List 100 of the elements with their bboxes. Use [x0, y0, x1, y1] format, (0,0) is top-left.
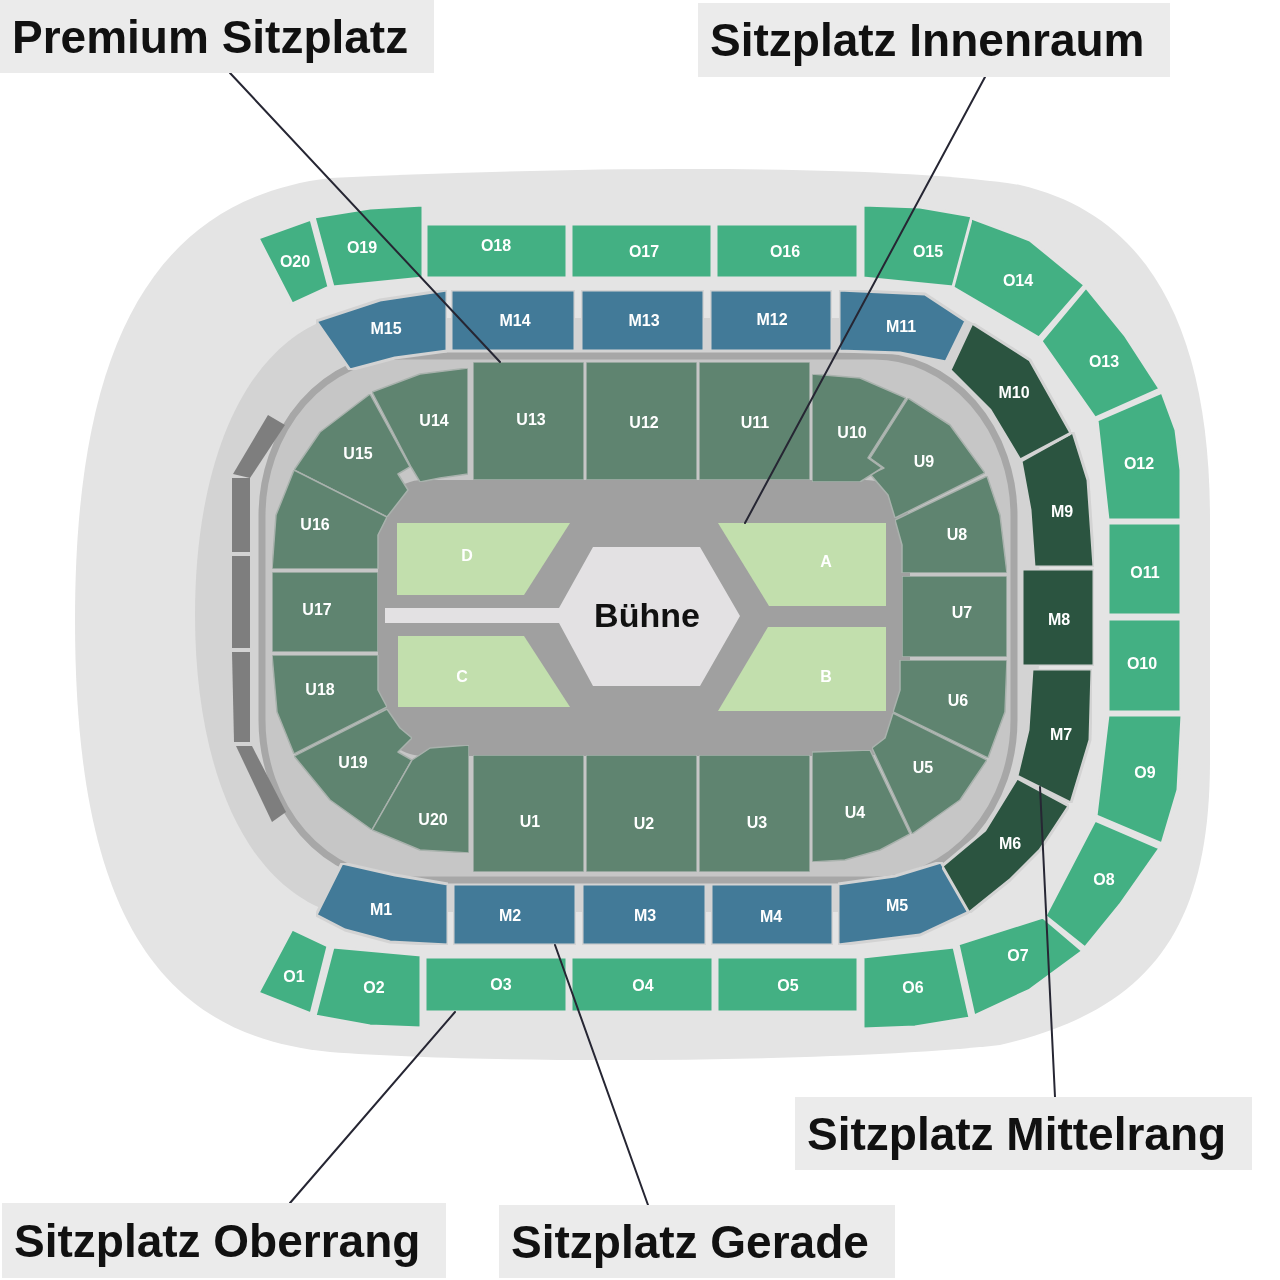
seating-section: [294, 709, 412, 830]
floor-section: [397, 523, 570, 595]
leader-line: [289, 1011, 456, 1204]
seating-section: [1022, 569, 1094, 666]
callout-label: Sitzplatz Gerade: [499, 1205, 895, 1278]
seating-section: [1041, 287, 1160, 418]
section-label: M2: [498, 908, 522, 924]
seating-section: [716, 224, 858, 278]
seating-section: [1096, 715, 1182, 844]
seating-section: [315, 947, 421, 1028]
section-label: U6: [947, 693, 969, 709]
section-label: O1: [283, 969, 305, 985]
seating-section: [870, 398, 985, 518]
section-label: O2: [363, 980, 385, 996]
section-label: U8: [946, 527, 968, 543]
section-label: U1: [519, 814, 541, 830]
seating-section: [902, 576, 1007, 657]
section-label: O13: [1088, 354, 1120, 370]
seating-section: [426, 224, 567, 278]
seating-section: [316, 290, 447, 370]
seating-section: [372, 368, 468, 482]
section-label: M10: [998, 385, 1030, 401]
section-label: U9: [913, 454, 935, 470]
leader-line: [744, 76, 986, 524]
section-label: O3: [490, 977, 512, 993]
section-label: O4: [632, 978, 654, 994]
seating-section: [425, 957, 567, 1012]
section-label: O20: [279, 254, 311, 270]
section-label: U7: [951, 605, 973, 621]
section-label: O14: [1002, 273, 1034, 289]
seating-section: [258, 929, 328, 1014]
section-label: M15: [370, 321, 402, 337]
section-label: U13: [516, 412, 546, 428]
seating-section: [950, 323, 1071, 460]
seating-section: [839, 290, 966, 362]
seating-section: [812, 374, 906, 482]
section-label: O15: [912, 244, 944, 260]
section-label: U19: [338, 755, 368, 771]
section-label: O16: [769, 244, 801, 260]
section-label: U4: [844, 805, 866, 821]
seating-section: [958, 917, 1083, 1016]
section-label: U16: [300, 517, 330, 533]
seating-section: [473, 362, 584, 480]
section-label: M9: [1050, 504, 1074, 520]
seating-section: [699, 755, 810, 872]
section-label: M7: [1049, 727, 1073, 743]
seating-section: [314, 205, 423, 287]
section-label: O6: [902, 980, 924, 996]
section-label: U20: [418, 812, 448, 828]
seating-section: [863, 205, 972, 287]
seating-section: [1108, 523, 1181, 615]
section-label: U3: [746, 815, 768, 831]
seating-section: [316, 863, 448, 945]
section-label: O17: [628, 244, 660, 260]
seating-section: [571, 224, 712, 278]
seating-section: [838, 862, 969, 945]
floor-section: [398, 636, 570, 707]
seating-section: [473, 755, 584, 872]
callout-label: Premium Sitzplatz: [0, 0, 435, 73]
section-label: O18: [480, 238, 512, 254]
section-label: U15: [343, 446, 373, 462]
section-label: M4: [759, 909, 783, 925]
seating-section: [699, 362, 810, 480]
seating-section: [294, 394, 410, 517]
section-label: M1: [369, 902, 393, 918]
seating-section: [1021, 432, 1094, 567]
section-label: U10: [837, 425, 867, 441]
seating-section: [872, 713, 987, 834]
callout-label: Sitzplatz Mittelrang: [795, 1097, 1253, 1170]
section-label: U18: [305, 682, 335, 698]
section-label: M12: [756, 312, 788, 328]
seating-section: [272, 470, 387, 569]
section-label: U17: [302, 602, 332, 618]
section-label: M8: [1047, 612, 1071, 628]
seating-section: [942, 778, 1069, 913]
section-label: U5: [912, 760, 934, 776]
section-label: O5: [777, 978, 799, 994]
section-label: O12: [1123, 456, 1155, 472]
callout-label: Sitzplatz Oberrang: [2, 1203, 447, 1278]
seating-section: [586, 755, 697, 872]
seating-section: [1045, 820, 1160, 948]
section-label: U12: [629, 415, 659, 431]
section-label: M3: [633, 908, 657, 924]
seating-section: [812, 750, 910, 862]
seating-section: [1108, 619, 1181, 712]
section-label: M5: [885, 898, 909, 914]
section-label: M13: [628, 313, 660, 329]
section-label: C: [456, 669, 468, 685]
seating-section: [893, 660, 1007, 758]
section-label: B: [820, 669, 832, 685]
section-label: D: [461, 548, 473, 564]
stage-area: [385, 547, 740, 686]
leader-line: [1039, 786, 1056, 1098]
seating-section: [258, 219, 329, 304]
section-label: M6: [998, 836, 1022, 852]
seating-section: [571, 957, 713, 1012]
callout-label: Sitzplatz Innenraum: [698, 3, 1171, 77]
section-label: M11: [885, 319, 917, 335]
seating-section: [586, 362, 697, 480]
section-label: O7: [1007, 948, 1029, 964]
